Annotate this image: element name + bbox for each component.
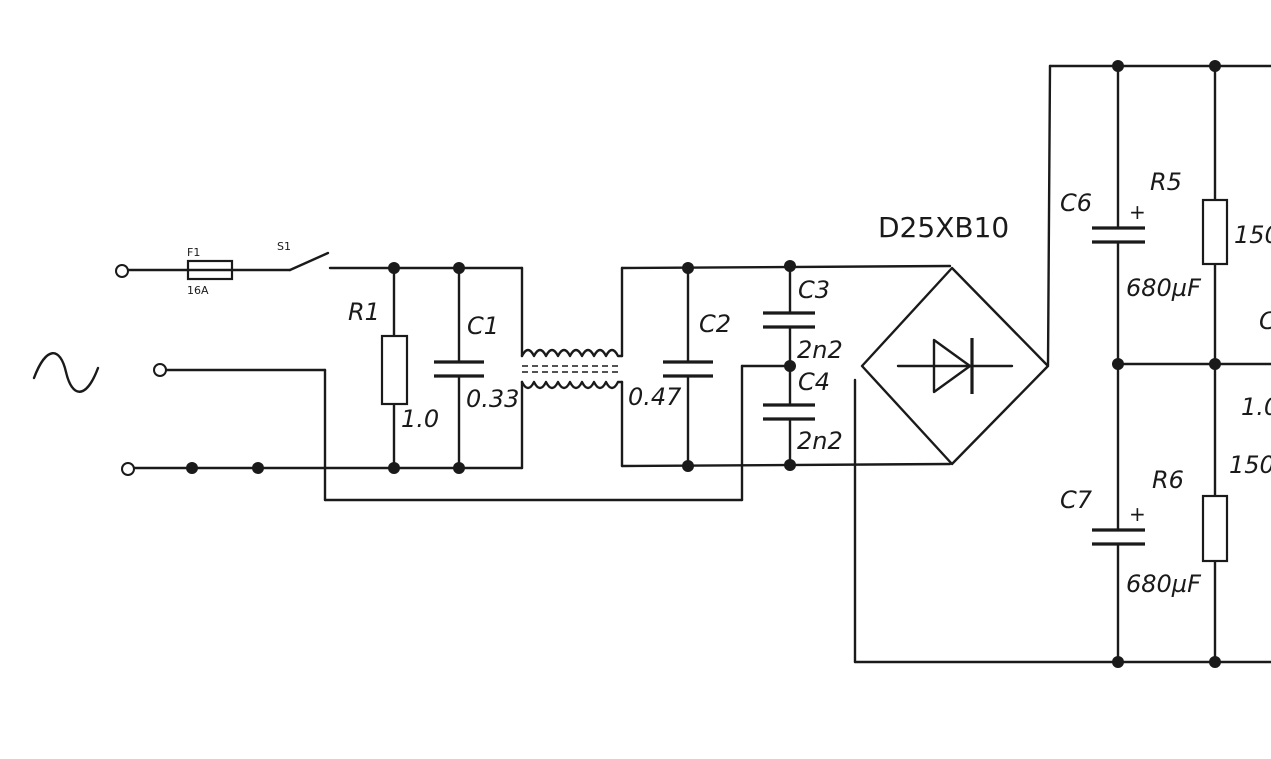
switch-blade bbox=[288, 251, 330, 272]
cut-capacitor-value: 1.0 bbox=[1241, 393, 1271, 421]
c1-value: 0.33 bbox=[466, 385, 519, 413]
r5-ref: R5 bbox=[1150, 168, 1182, 196]
r1-value: 1.0 bbox=[401, 405, 439, 433]
r6-value: 150 bbox=[1229, 451, 1271, 479]
c2-value: 0.47 bbox=[628, 383, 682, 411]
r5-value: 150 bbox=[1234, 221, 1271, 249]
r6-ref: R6 bbox=[1152, 466, 1184, 494]
capacitor-c4 bbox=[763, 403, 815, 421]
c4-value: 2n2 bbox=[797, 427, 843, 455]
cut-capacitor-ref: C bbox=[1259, 307, 1271, 335]
c3-ref: C3 bbox=[798, 276, 830, 304]
terminal-line bbox=[115, 264, 129, 278]
r1-ref: R1 bbox=[348, 298, 380, 326]
capacitor-c6 bbox=[1092, 226, 1145, 244]
c7-polarity: + bbox=[1129, 502, 1146, 526]
ac-sine-icon bbox=[32, 352, 100, 393]
resistor-r6 bbox=[1201, 494, 1229, 563]
capacitor-c7 bbox=[1092, 528, 1145, 546]
c7-value: 680µF bbox=[1126, 570, 1202, 598]
c7-ref: C7 bbox=[1060, 486, 1093, 514]
c6-polarity: + bbox=[1129, 200, 1146, 224]
c2-ref: C2 bbox=[699, 310, 731, 338]
resistor-r5 bbox=[1201, 198, 1229, 266]
c6-value: 680µF bbox=[1126, 274, 1202, 302]
capacitor-c3 bbox=[763, 311, 815, 329]
c1-ref: C1 bbox=[467, 312, 499, 340]
terminal-earth bbox=[153, 363, 167, 377]
wires bbox=[126, 64, 1271, 664]
c3-value: 2n2 bbox=[797, 336, 843, 364]
fuse-ref: F1 bbox=[187, 246, 200, 259]
junction-dots bbox=[186, 60, 1221, 668]
rectifier-ref: D25XB10 bbox=[878, 211, 1009, 244]
capacitor-c1 bbox=[434, 360, 484, 378]
c4-ref: C4 bbox=[798, 368, 830, 396]
capacitor-c2 bbox=[663, 360, 713, 378]
switch-ref: S1 bbox=[277, 240, 291, 253]
fuse-rating: 16A bbox=[187, 284, 209, 297]
diode-icon bbox=[932, 338, 972, 394]
bridge-rectifier bbox=[860, 266, 1050, 466]
c6-ref: C6 bbox=[1060, 189, 1092, 217]
resistor-r1 bbox=[380, 334, 409, 406]
terminal-neutral bbox=[121, 462, 135, 476]
common-mode-choke bbox=[520, 348, 624, 390]
